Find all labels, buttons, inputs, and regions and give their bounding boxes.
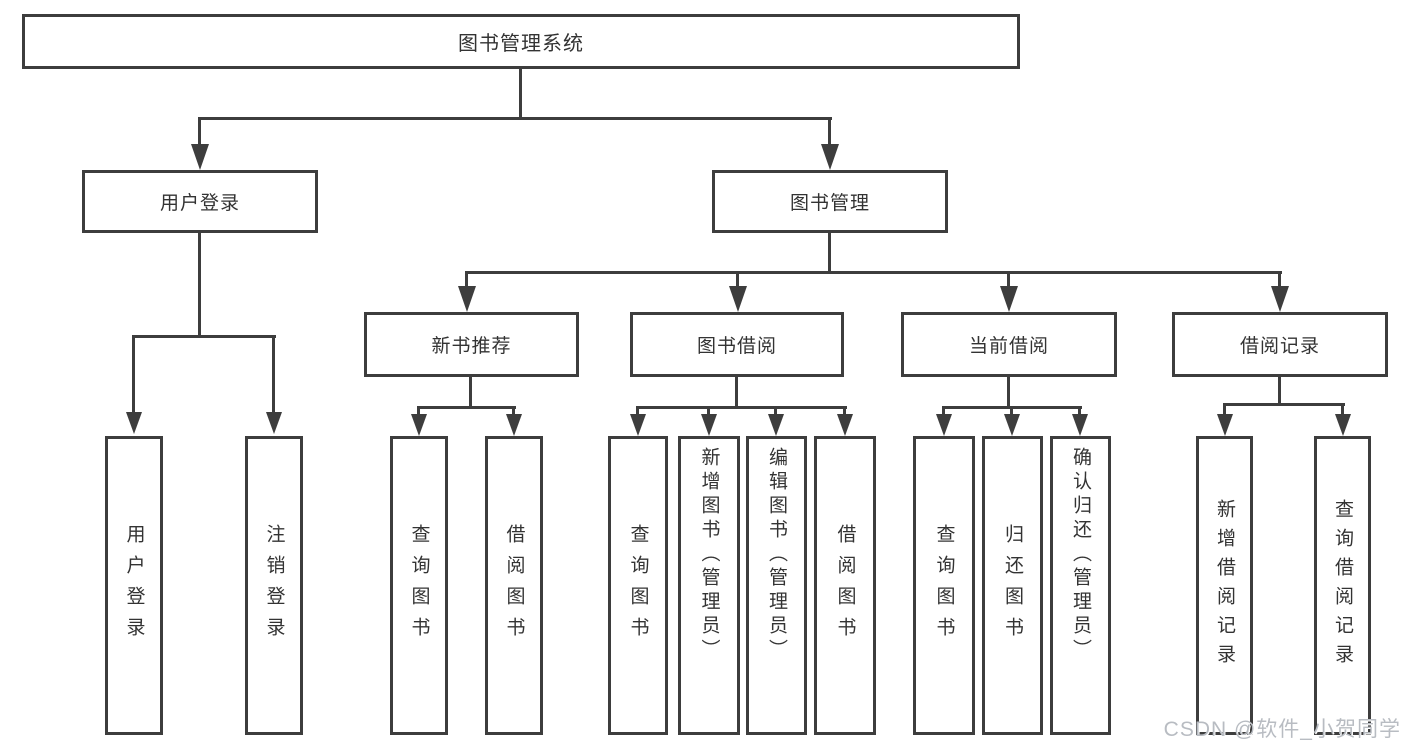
node-label: 用户登录	[159, 193, 240, 214]
arrow-down-icon	[837, 414, 853, 436]
node-label: 编辑图书（管理员）	[766, 447, 787, 663]
node-label: 图书借阅	[696, 336, 777, 357]
connector-leaf-stem	[636, 409, 639, 414]
arrow-down-icon	[768, 414, 784, 436]
arrow-down-icon	[729, 286, 747, 312]
connector-module-stem	[1007, 274, 1010, 286]
connector-module-stem	[465, 274, 468, 286]
connector-recommend-bar	[417, 406, 516, 409]
connector-leaf-stem	[132, 338, 135, 412]
leaf-return-books: 归还图书	[982, 436, 1043, 735]
node-label: 查询图书	[408, 523, 430, 648]
connector-records-down	[1278, 377, 1281, 403]
node-label: 图书管理	[789, 193, 870, 214]
arrow-down-icon	[411, 414, 427, 436]
leaf-borrow-books-recommend: 借阅图书	[485, 436, 543, 735]
node-label: 注销登录	[263, 523, 285, 648]
node-label: 归还图书	[1002, 523, 1023, 648]
arrow-down-icon	[1271, 286, 1289, 312]
arrow-down-icon	[506, 414, 522, 436]
arrow-down-icon	[1335, 414, 1351, 436]
connector-leaf-stem	[1341, 406, 1344, 414]
node-label: 当前借阅	[968, 336, 1049, 357]
leaf-borrow-books: 借阅图书	[814, 436, 876, 735]
connector-module-stem	[1278, 274, 1281, 286]
connector-user-login-down	[198, 233, 201, 335]
arrow-down-icon	[1072, 414, 1088, 436]
node-current-borrow: 当前借阅	[901, 312, 1117, 377]
node-label: 新增借阅记录	[1214, 498, 1235, 673]
leaf-user-login: 用户登录	[105, 436, 163, 735]
node-book-borrow: 图书借阅	[630, 312, 844, 377]
connector-root-stem	[519, 69, 522, 120]
connector-current-down	[1007, 377, 1010, 406]
node-borrow-records: 借阅记录	[1172, 312, 1388, 377]
connector-current-bar	[942, 406, 1082, 409]
arrow-down-icon	[126, 412, 142, 434]
connector-book-mgmt-bar	[465, 271, 1282, 274]
node-label: 图书管理系统	[458, 33, 584, 55]
node-label: 借阅图书	[503, 523, 525, 648]
leaf-confirm-return-admin: 确认归还（管理员）	[1050, 436, 1111, 735]
arrow-down-icon	[701, 414, 717, 436]
node-book-management: 图书管理	[712, 170, 948, 233]
node-label: 查询图书	[933, 523, 955, 648]
node-label: 用户登录	[123, 523, 145, 648]
csdn-watermark: CSDN @软件_小贺同学	[1163, 718, 1401, 741]
leaf-edit-books-admin: 编辑图书（管理员）	[746, 436, 807, 735]
node-library-management-system: 图书管理系统	[22, 14, 1020, 69]
connector-leaf-stem	[942, 409, 945, 414]
connector-leaf-stem	[1223, 406, 1226, 414]
connector-root-bar	[198, 117, 832, 120]
arrow-down-icon	[1000, 286, 1018, 312]
node-label: 新书推荐	[431, 336, 512, 357]
connector-borrow-down	[735, 377, 738, 406]
leaf-logout: 注销登录	[245, 436, 303, 735]
connector-leaf-stem	[843, 409, 846, 414]
connector-leaf-stem	[707, 409, 710, 414]
node-user-login: 用户登录	[82, 170, 318, 233]
connector-borrow-bar	[636, 406, 847, 409]
arrow-down-icon	[191, 144, 209, 170]
leaf-add-borrow-record: 新增借阅记录	[1196, 436, 1253, 735]
connector-user-login-bar	[132, 335, 276, 338]
leaf-add-books-admin: 新增图书（管理员）	[678, 436, 740, 735]
arrow-down-icon	[1217, 414, 1233, 436]
arrow-down-icon	[1004, 414, 1020, 436]
node-label: 新增图书（管理员）	[698, 447, 720, 663]
connector-leaf-stem	[272, 338, 275, 412]
connector-recommend-down	[469, 377, 472, 406]
arrow-down-icon	[266, 412, 282, 434]
node-label: 查询图书	[627, 523, 649, 648]
connector-book-mgmt-down	[828, 233, 831, 271]
arrow-down-icon	[458, 286, 476, 312]
node-label: 确认归还（管理员）	[1070, 447, 1091, 663]
connector-leaf-stem	[1078, 409, 1081, 414]
connector-records-bar	[1223, 403, 1345, 406]
connector-leaf-stem	[1010, 409, 1013, 414]
leaf-query-books-recommend: 查询图书	[390, 436, 448, 735]
node-new-book-recommend: 新书推荐	[364, 312, 579, 377]
arrow-down-icon	[936, 414, 952, 436]
connector-module-stem	[736, 274, 739, 286]
node-label: 借阅记录	[1239, 336, 1320, 357]
arrow-down-icon	[821, 144, 839, 170]
node-label: 查询借阅记录	[1332, 498, 1353, 673]
connector-leaf-stem	[417, 409, 420, 414]
connector-book-mgmt-stem	[828, 120, 831, 144]
connector-user-login-stem	[198, 120, 201, 144]
arrow-down-icon	[630, 414, 646, 436]
leaf-query-borrow-record: 查询借阅记录	[1314, 436, 1371, 735]
node-label: 借阅图书	[834, 523, 856, 648]
leaf-query-books-current: 查询图书	[913, 436, 975, 735]
connector-leaf-stem	[512, 409, 515, 414]
connector-leaf-stem	[774, 409, 777, 414]
leaf-query-books-borrow: 查询图书	[608, 436, 668, 735]
